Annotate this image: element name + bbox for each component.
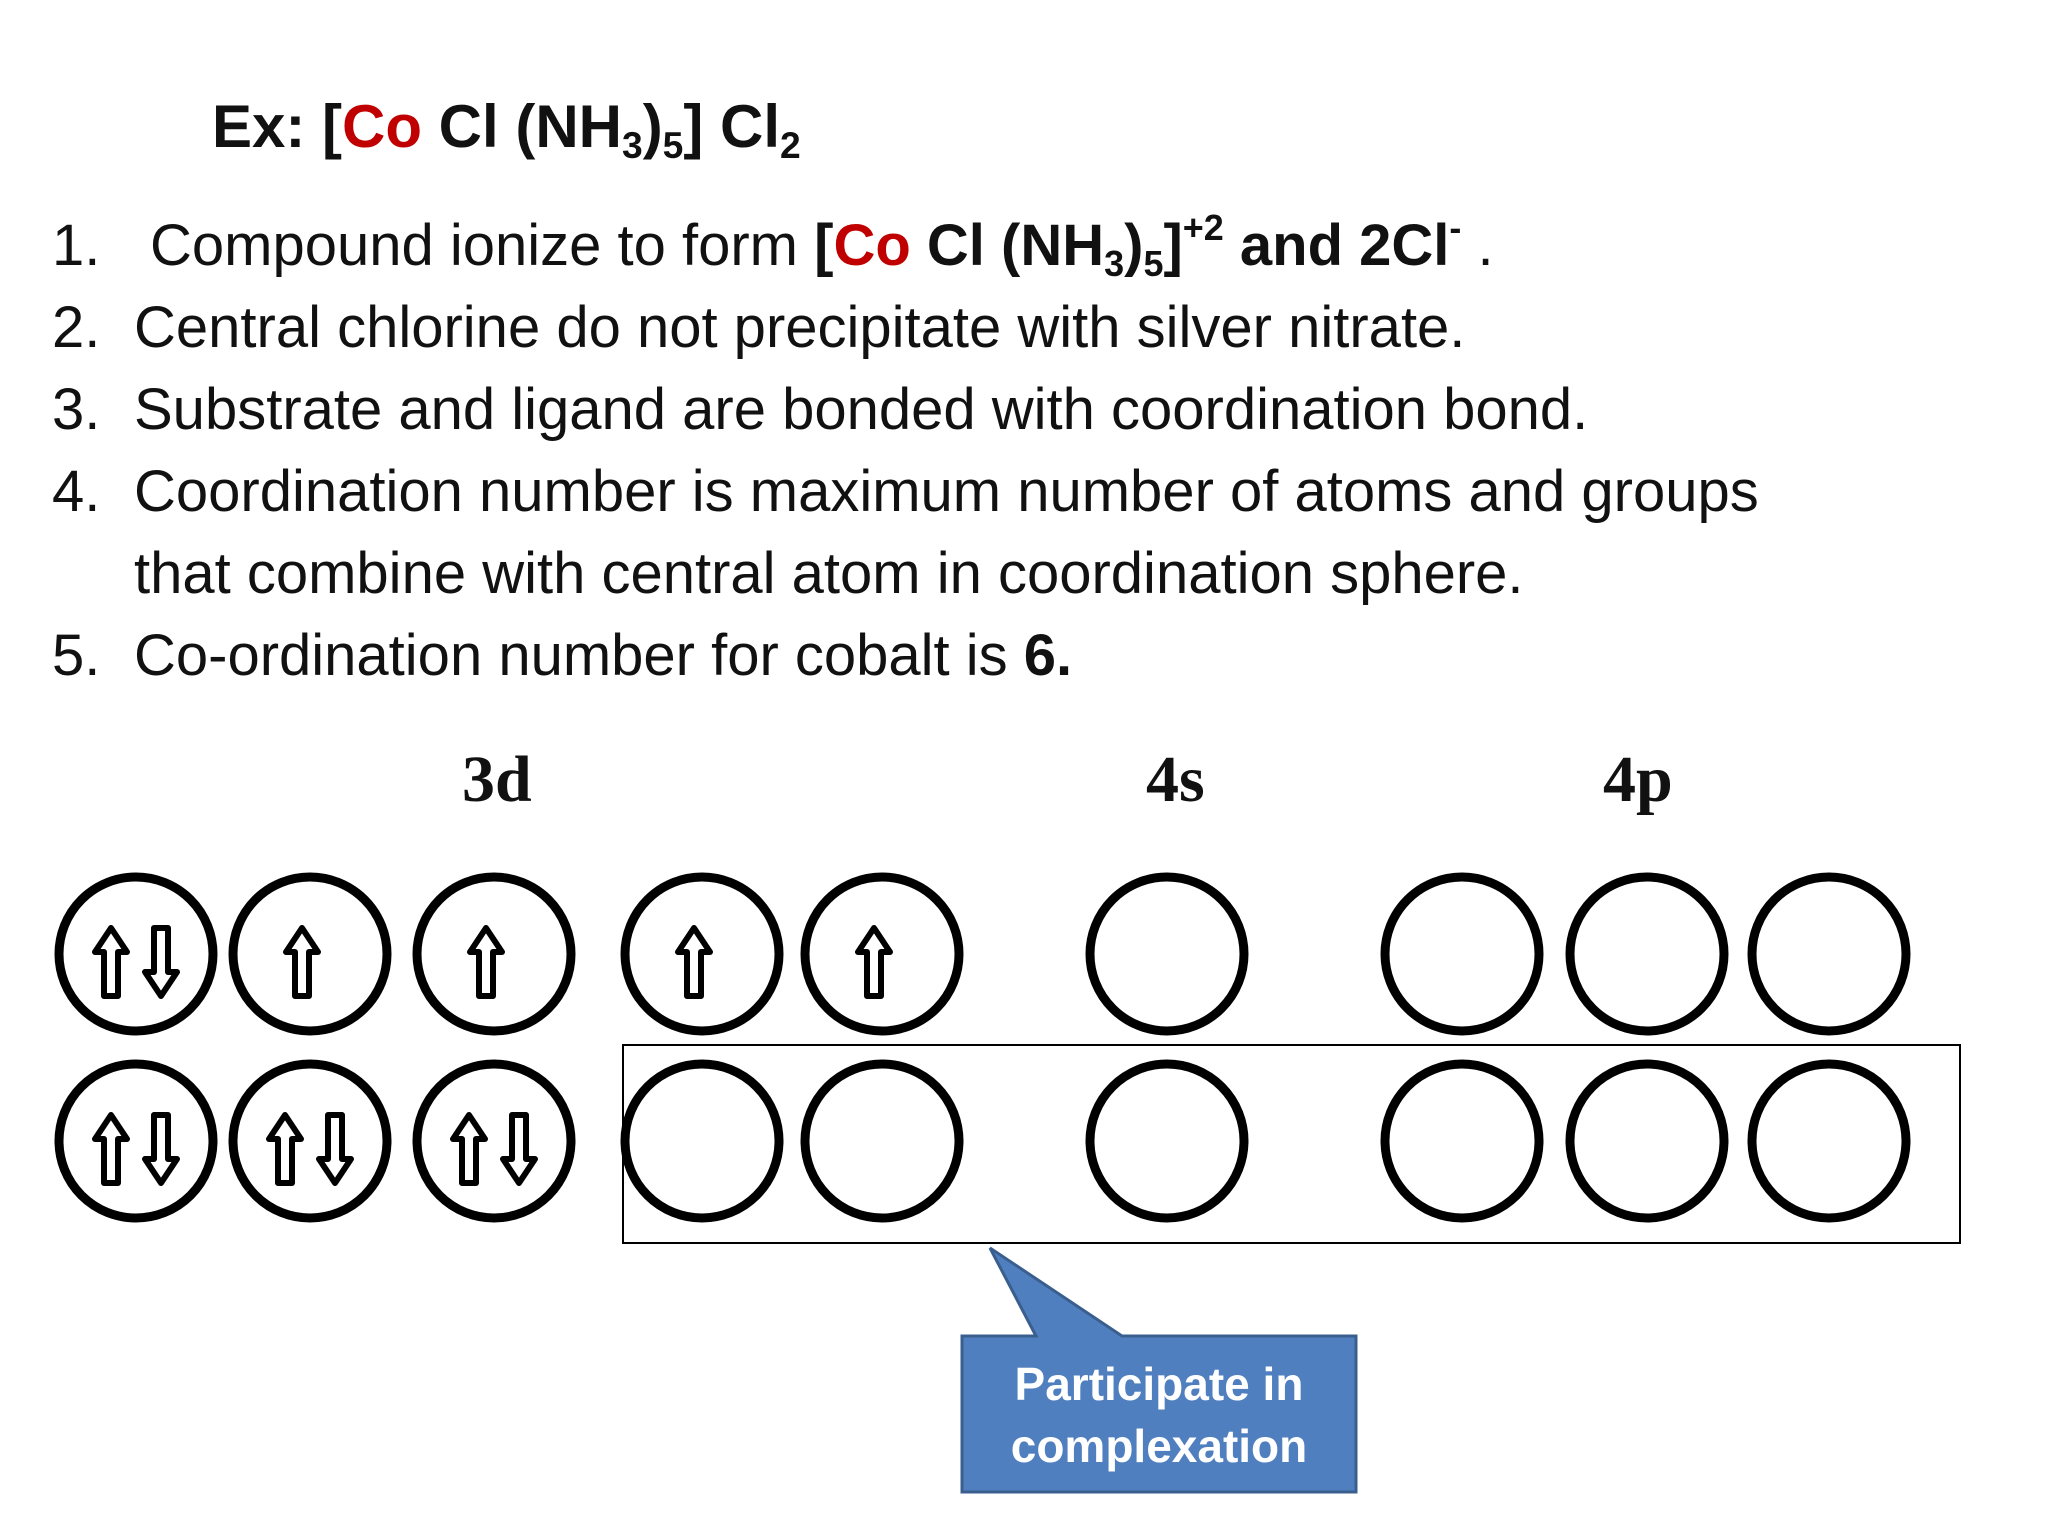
orbital-4p-empty	[1380, 872, 1544, 1036]
title-prefix: Ex: [	[212, 93, 343, 160]
orbital-row-ground-state	[54, 872, 1911, 1036]
list-item: 5. Co-ordination number for cobalt is 6.	[52, 615, 2012, 697]
orbital-4p-empty	[1747, 872, 1911, 1036]
ion-open-bracket: [	[814, 213, 834, 278]
orbital-3d-up-down	[412, 1059, 576, 1223]
list-item-number: 2.	[52, 295, 101, 360]
list-item: 2. Central chlorine do not precipitate wi…	[52, 287, 2012, 369]
title-sub-2: 2	[780, 124, 801, 167]
orbital-label-4s: 4s	[1146, 743, 1205, 816]
orbital-4p-empty	[1747, 1059, 1911, 1223]
list-item-number: 5.	[52, 623, 101, 688]
complex-ion-formula: [Co Cl (NH3)5]+2 and 2Cl-	[814, 209, 1461, 281]
list-item: 1. Compound ionize to form [Co Cl (NH3)5]…	[52, 205, 2012, 287]
coordination-number-value: 6.	[1023, 623, 1073, 688]
orbital-label-4p: 4p	[1603, 743, 1673, 816]
list-item-number: 1.	[52, 213, 101, 278]
title-sub-5: 5	[662, 124, 684, 167]
list-item-text: Compound ionize to form	[150, 213, 815, 278]
orbital-4s-empty	[1085, 1059, 1249, 1223]
orbital-4p-empty	[1565, 872, 1729, 1036]
title-ligand: Cl (NH	[422, 93, 622, 160]
orbital-label-3d: 3d	[462, 743, 532, 816]
list-item-continuation: that combine with central atom in coordi…	[134, 541, 1524, 606]
orbital-3d-up	[228, 872, 392, 1036]
list-item-text: Substrate and ligand are bonded with coo…	[134, 377, 1589, 442]
ion-close-bracket: ]	[1163, 213, 1183, 278]
list-item: 4. Coordination number is maximum number …	[52, 451, 2012, 533]
orbital-3d-up	[800, 872, 964, 1036]
orbital-3d-up-down	[54, 872, 218, 1036]
callout-line-1: Participate in	[1014, 1358, 1304, 1410]
title-close-paren: )	[642, 93, 663, 160]
list-item-text: Central chlorine do not precipitate with…	[134, 295, 1466, 360]
callout-text: Participate in complexation	[962, 1337, 1356, 1493]
ion-metal: Co	[833, 213, 911, 278]
list-item-text: Co-ordination number for cobalt is	[134, 623, 1024, 688]
orbital-3d-empty	[800, 1059, 964, 1223]
orbital-4p-empty	[1565, 1059, 1729, 1223]
callout-line-2: complexation	[1010, 1420, 1308, 1472]
list-item: 3. Substrate and ligand are bonded with c…	[52, 369, 2012, 451]
title-sub-3: 3	[622, 124, 643, 167]
ion-sub-3: 3	[1104, 242, 1125, 284]
ion-sub-5: 5	[1143, 242, 1164, 284]
chloride-charge: -	[1449, 206, 1462, 248]
ion-ligand: Cl (NH	[910, 213, 1105, 278]
orbital-3d-up	[412, 872, 576, 1036]
callout-shape	[960, 1246, 1358, 1494]
orbital-4p-empty	[1380, 1059, 1544, 1223]
ion-charge: +2	[1182, 206, 1224, 248]
list-item-number: 4.	[52, 459, 101, 524]
title-metal: Co	[342, 93, 423, 160]
numbered-points-list: 1. Compound ionize to form [Co Cl (NH3)5]…	[52, 205, 2012, 697]
ion-close-paren: )	[1124, 213, 1144, 278]
orbital-3d-up-down	[228, 1059, 392, 1223]
list-item-text: Coordination number is maximum number of…	[134, 459, 1759, 524]
orbital-4s-empty	[1085, 872, 1249, 1036]
title-close-bracket: ] Cl	[683, 93, 781, 160]
list-item-end: .	[1461, 213, 1494, 278]
orbital-3d-up-down	[54, 1059, 218, 1223]
example-formula-title: Ex: [Co Cl (NH3)5] Cl2	[212, 82, 801, 172]
orbital-3d-empty	[620, 1059, 784, 1223]
orbital-row-complex	[54, 1059, 1911, 1223]
list-item-number: 3.	[52, 377, 101, 442]
chloride-ions: and 2Cl	[1223, 213, 1450, 278]
orbital-3d-up	[620, 872, 784, 1036]
